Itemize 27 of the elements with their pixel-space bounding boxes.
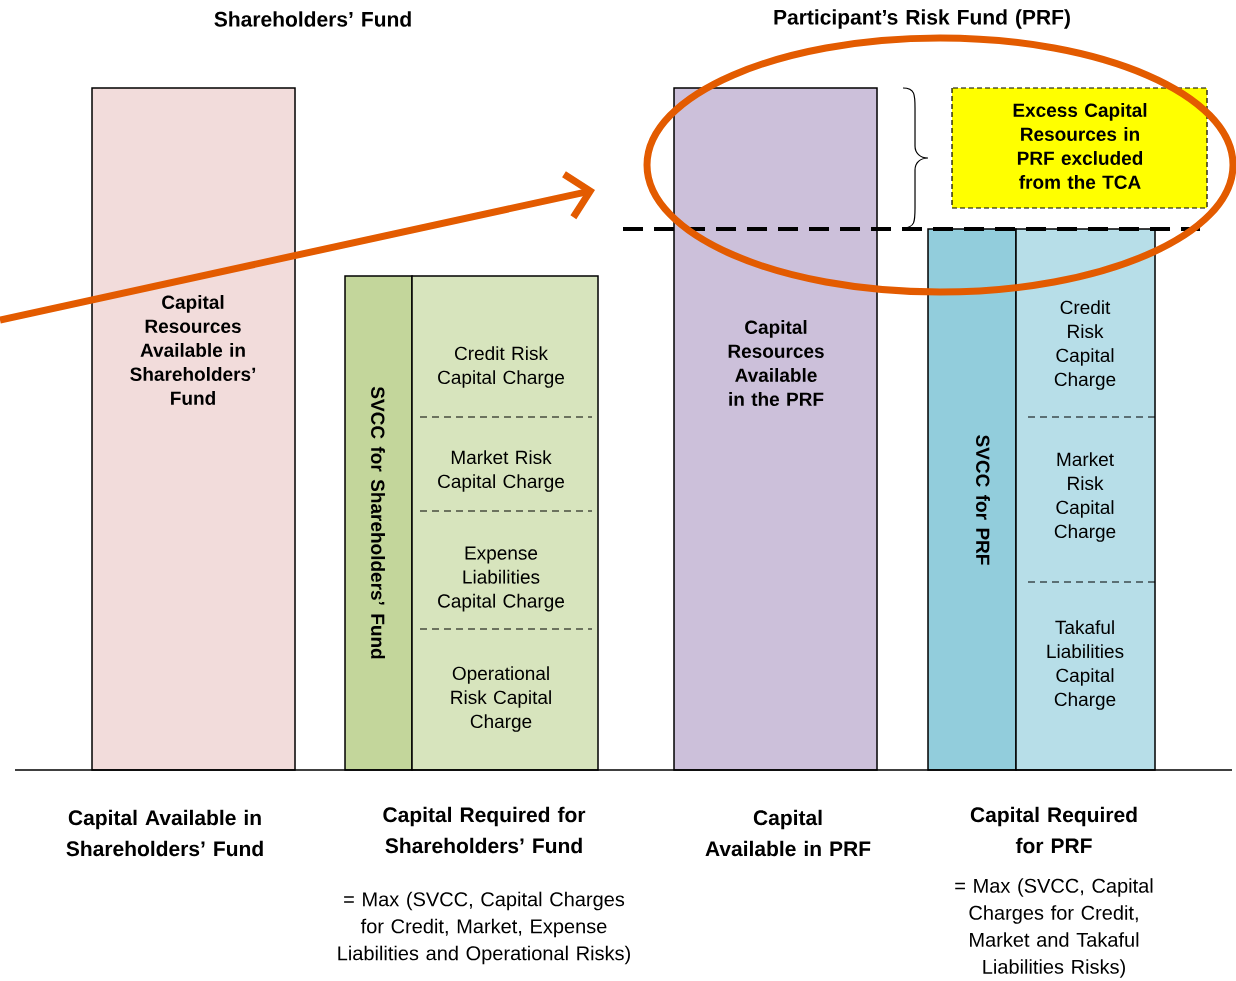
bar-segment: Expense Liabilities Capital Charge xyxy=(412,511,598,629)
node-label: Credit Risk Capital Charge xyxy=(1054,300,1116,390)
node-label: Credit Risk Capital Charge xyxy=(438,346,565,388)
formula-note: = Max (SVCC, Capital Charges for Credit, Market and Takaful Liabilities Risks) xyxy=(955,878,1153,978)
category-label: Capital Available in Shareholders’ Fund xyxy=(66,809,263,857)
heading: Participant’s Risk Fund (PRF) xyxy=(774,9,1070,29)
bar-segment: Market Risk Capital Charge xyxy=(412,417,598,511)
bar-segment: Market Risk Capital Charge xyxy=(1016,417,1155,582)
bar-segment: Takaful Liabilities Capital Charge xyxy=(1016,582,1155,770)
bar-segment: SVCC for PRF xyxy=(927,228,1017,771)
bar-segment: Credit Risk Capital Charge xyxy=(412,276,598,417)
category-label: Capital Required for Shareholders’ Fund xyxy=(383,806,586,854)
formula-note: = Max (SVCC, Capital Charges for Credit, Market, Expense Liabilities and Operational Risks) xyxy=(338,891,630,965)
node-label: Market Risk Capital Charge xyxy=(1054,452,1116,542)
heading: Shareholders’ Fund xyxy=(214,11,411,27)
bar: Capital Resources Available in Shareholders’ Fund xyxy=(91,87,296,771)
category-label: Capital Required for PRF xyxy=(970,806,1137,854)
node-label: Expense Liabilities Capital Charge xyxy=(438,546,565,612)
category-label: Capital Available in PRF xyxy=(705,809,871,857)
note-box: Excess Capital Resources in PRF excluded from the TCA xyxy=(951,87,1208,209)
bar-segment: Operational Risk Capital Charge xyxy=(412,629,598,770)
bar-segment: SVCC for Shareholders’ Fund xyxy=(344,275,413,771)
node-label: Takaful Liabilities Capital Charge xyxy=(1047,620,1124,710)
bar: Capital Resources Available in the PRF xyxy=(673,87,878,771)
node-label: Market Risk Capital Charge xyxy=(438,450,565,492)
bar-segment: Credit Risk Capital Charge xyxy=(1016,229,1155,417)
node-label: Operational Risk Capital Charge xyxy=(451,666,551,732)
